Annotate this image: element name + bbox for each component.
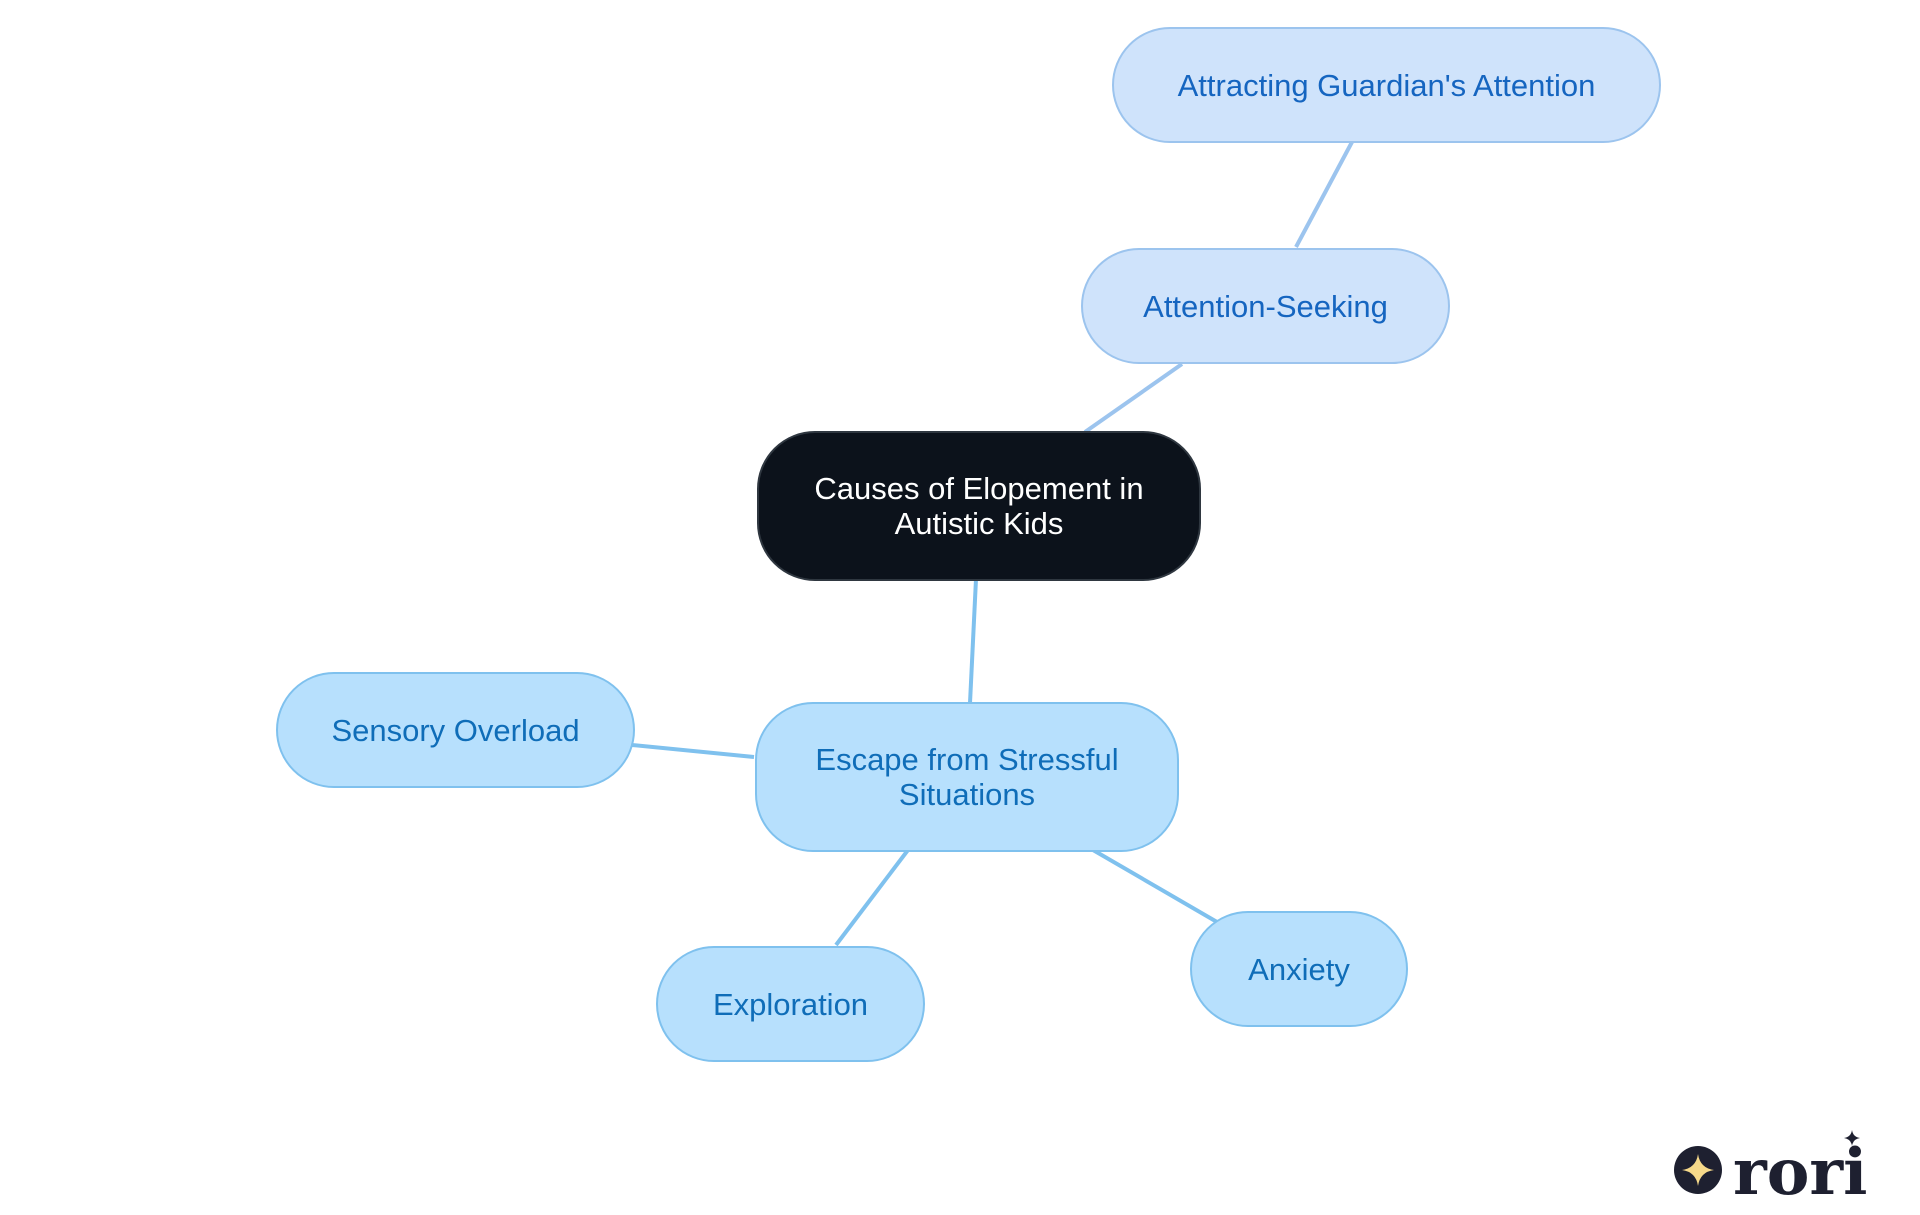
node-attention-seeking: Attention-Seeking [1081, 248, 1450, 364]
edge-escape-to-anxiety [1091, 848, 1219, 924]
edge-escape-to-exploration [834, 848, 910, 947]
edge-root-to-escape [968, 578, 978, 704]
node-sensory-overload: Sensory Overload [276, 672, 635, 788]
sparkle-icon [1674, 1146, 1722, 1194]
edge-root-to-attention-seeking [1083, 362, 1184, 434]
logo-star-icon [1844, 1130, 1860, 1146]
root-node-causes-of-elopement: Causes of Elopement in Autistic Kids [757, 431, 1201, 581]
node-attracting-guardians-attention: Attracting Guardian's Attention [1112, 27, 1661, 143]
node-escape-from-stressful-situations: Escape from Stressful Situations [755, 702, 1179, 852]
node-anxiety: Anxiety [1190, 911, 1408, 1027]
edge-attention-seeking-to-attracting-guardian [1294, 141, 1354, 248]
logo-wordmark: rori [1733, 1135, 1867, 1198]
node-exploration: Exploration [656, 946, 925, 1062]
edge-escape-to-sensory-overload [631, 743, 755, 759]
rori-logo: rori [1674, 1130, 1867, 1198]
